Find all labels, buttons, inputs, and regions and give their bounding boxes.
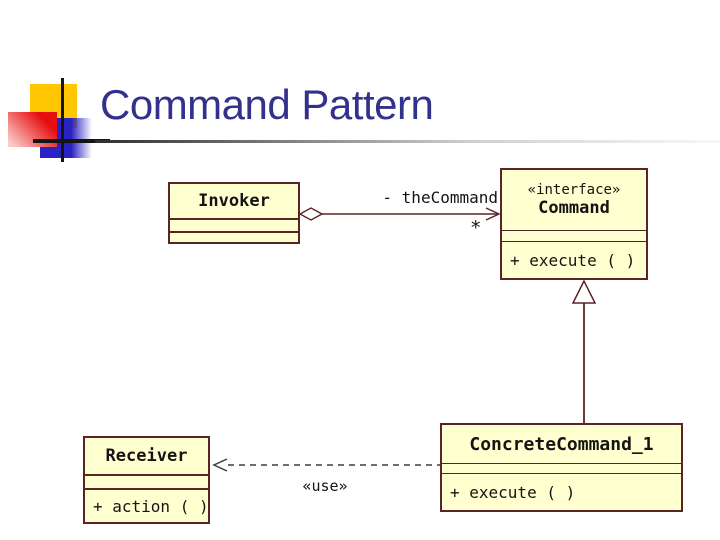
logo-horizontal-line xyxy=(33,139,110,143)
concrete-command-operations-compartment: + execute ( ) xyxy=(442,473,681,510)
concrete-command-class-name: ConcreteCommand_1 xyxy=(469,433,654,455)
receiver-attributes-compartment xyxy=(85,474,208,488)
multiplicity-label: * xyxy=(470,217,482,239)
class-box-receiver: Receiver + action ( ) xyxy=(83,436,210,524)
concrete-command-attributes-compartment xyxy=(442,463,681,473)
association-role-label: - theCommand xyxy=(382,188,498,207)
receiver-title-compartment: Receiver xyxy=(85,438,208,474)
receiver-operations-compartment: + action ( ) xyxy=(85,488,209,522)
generalization-concretecommand-command xyxy=(571,279,597,423)
command-attributes-compartment xyxy=(502,230,646,241)
receiver-action-method: + action ( ) xyxy=(93,496,209,516)
dependency-arrowhead-icon xyxy=(212,458,228,472)
command-class-name: Command xyxy=(538,198,610,218)
logo-vertical-line xyxy=(61,78,64,162)
slide-title: Command Pattern xyxy=(100,81,434,128)
dependency-stereotype-label: «use» xyxy=(302,477,348,495)
invoker-attributes-compartment xyxy=(170,218,298,231)
aggregation-diamond xyxy=(298,207,324,221)
command-title-compartment: «interface» Command xyxy=(502,170,646,230)
concrete-command-execute-method: + execute ( ) xyxy=(450,482,576,502)
command-execute-method: + execute ( ) xyxy=(510,250,636,270)
generalization-triangle-icon xyxy=(571,279,597,304)
class-box-invoker: Invoker xyxy=(168,182,300,244)
command-operations-compartment: + execute ( ) xyxy=(502,241,646,278)
invoker-title-compartment: Invoker xyxy=(170,184,298,218)
command-stereotype-label: «interface» xyxy=(527,182,621,198)
invoker-operations-compartment xyxy=(170,231,298,242)
title-underline-rule xyxy=(95,140,720,143)
class-box-concrete-command: ConcreteCommand_1 + execute ( ) xyxy=(440,423,683,512)
aggregation-arrowhead-icon xyxy=(485,207,501,221)
dependency-concretecommand-receiver xyxy=(212,458,440,472)
receiver-class-name: Receiver xyxy=(105,446,188,466)
concrete-command-title-compartment: ConcreteCommand_1 xyxy=(442,425,681,463)
invoker-class-name: Invoker xyxy=(198,191,270,211)
aggregation-invoker-command xyxy=(298,207,501,221)
class-box-command: «interface» Command + execute ( ) xyxy=(500,168,648,280)
